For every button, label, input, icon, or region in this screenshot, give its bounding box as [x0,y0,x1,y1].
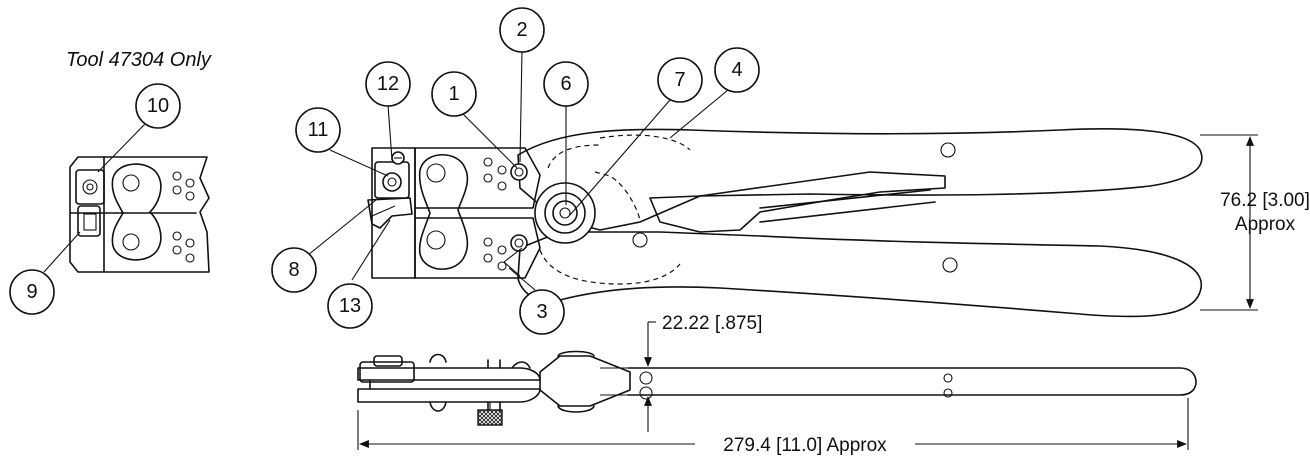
callout-6: 6 [543,61,589,107]
lower-handle [517,231,1203,318]
height-dimension-value: 76.2 [3.00] [1220,190,1310,211]
svg-text:7: 7 [674,69,685,91]
svg-text:9: 9 [26,281,37,303]
detail-view-47304: Tool 47304 Only [43,49,212,273]
svg-text:2: 2 [516,19,527,41]
callout-1: 1 [431,71,477,117]
callout-8: 8 [271,247,317,293]
dimension-length: 279.4 [11.0] Approx [357,398,1189,456]
svg-text:10: 10 [147,95,169,117]
svg-text:3: 3 [536,301,547,323]
svg-text:4: 4 [731,59,742,81]
height-dimension-note: Approx [1235,214,1296,235]
svg-text:1: 1 [448,83,459,105]
detail-caption: Tool 47304 Only [66,49,212,71]
svg-text:11: 11 [308,119,329,141]
upper-handle [517,128,1203,231]
dimension-height: 76.2 [3.00] Approx [1200,134,1310,311]
svg-text:6: 6 [560,73,571,95]
callout-12: 12 [365,61,411,107]
callout-10: 10 [135,83,181,129]
callout-3: 3 [519,289,565,335]
svg-text:12: 12 [377,73,399,95]
side-view [357,350,1197,426]
thickness-dimension: 22.22 [.875] [662,313,762,334]
svg-text:8: 8 [288,259,299,281]
callout-7: 7 [657,57,703,103]
callout-13: 13 [327,283,373,329]
callout-4: 4 [714,47,760,93]
svg-text:13: 13 [339,295,361,317]
top-view [307,49,1203,318]
callout-2: 2 [499,7,545,53]
callout-11: 11 [295,107,341,153]
length-dimension: 279.4 [11.0] Approx [723,435,887,456]
dimension-thickness: 22.22 [.875] [600,313,762,432]
callout-9: 9 [9,269,55,315]
